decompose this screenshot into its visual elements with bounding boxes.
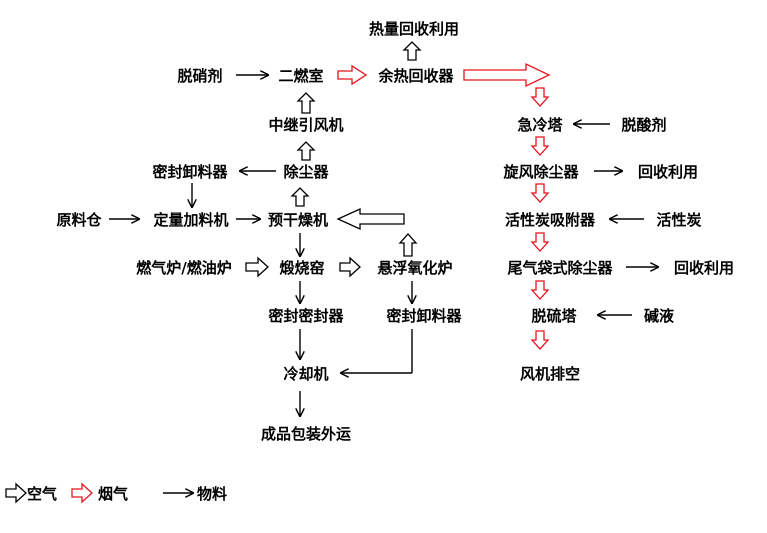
node-sealed-unloader-1: 密封卸料器 xyxy=(152,163,228,181)
node-raw-bin: 原料仓 xyxy=(56,211,102,229)
legend-air-arrow xyxy=(5,482,27,504)
node-sealed-unloader-2: 密封卸料器 xyxy=(386,307,462,325)
flue-arrow-quench-to-cyclone xyxy=(530,136,550,156)
node-sealed-sealer: 密封密封器 xyxy=(268,307,344,325)
node-cooler: 冷却机 xyxy=(283,365,328,383)
node-secondary-combustion: 二燃室 xyxy=(278,67,323,85)
node-quant-feeder: 定量加料机 xyxy=(153,211,228,229)
node-waste-heat-recovery: 余热回收器 xyxy=(377,67,454,85)
flue-arrow-cyclone-to-adsorber xyxy=(530,183,550,203)
flue-arrow-recovery-to-quench xyxy=(463,62,551,88)
node-cyclone-dust: 旋风除尘器 xyxy=(502,163,579,181)
node-tail-bag-filter: 尾气袋式除尘器 xyxy=(507,259,613,277)
air-arrow-fan-to-combustion xyxy=(296,92,316,114)
node-recycle-2: 回收利用 xyxy=(674,259,734,277)
node-quench-tower: 急冷塔 xyxy=(517,116,563,134)
node-predryer: 预干燥机 xyxy=(268,211,328,229)
air-arrow-heatreturn-to-predryer xyxy=(336,207,405,231)
legend-air-label: 空气 xyxy=(27,485,57,503)
node-desulfur-tower: 脱硫塔 xyxy=(531,307,577,325)
air-arrow-dust-to-fan xyxy=(296,141,316,161)
flue-arrow-into-quench xyxy=(530,87,550,107)
air-arrow-recovery-to-heatreuse xyxy=(402,41,422,61)
flue-arrow-combustion-to-recovery xyxy=(337,64,368,86)
air-arrow-predryer-to-dust xyxy=(290,187,310,207)
node-deacid-agent: 脱酸剂 xyxy=(621,116,666,134)
flue-arrow-adsorber-to-bagfilter xyxy=(530,232,550,252)
node-alkali: 碱液 xyxy=(644,307,675,325)
air-arrow-furnace-to-kiln xyxy=(245,256,269,278)
node-activated-carbon: 活性炭 xyxy=(656,211,701,229)
node-denitrifier: 脱硝剂 xyxy=(177,67,222,85)
legend: 空气 烟气 物料 xyxy=(5,482,227,504)
node-dust-remover: 除尘器 xyxy=(283,163,329,181)
legend-material-label: 物料 xyxy=(197,485,227,503)
node-heat-reuse: 热量回收利用 xyxy=(369,20,459,38)
node-recycle-1: 回收利用 xyxy=(638,163,698,181)
node-product: 成品包装外运 xyxy=(261,425,351,443)
legend-flue-arrow xyxy=(71,482,93,504)
node-gas-oil-furnace: 燃气炉/燃油炉 xyxy=(136,259,231,277)
flue-arrow-bagfilter-to-desulfur xyxy=(530,280,550,300)
node-activated-adsorber: 活性炭吸附器 xyxy=(505,211,596,229)
air-arrow-kiln-to-oxidizer xyxy=(339,256,361,278)
node-suspension-oxidizer: 悬浮氧化炉 xyxy=(377,259,452,277)
node-calcining-kiln: 煅烧窑 xyxy=(279,259,324,277)
node-relay-fan: 中继引风机 xyxy=(268,116,343,134)
legend-flue-label: 烟气 xyxy=(98,485,128,503)
node-fan-exhaust: 风机排空 xyxy=(520,365,580,383)
air-arrow-oxidizer-up xyxy=(398,233,418,257)
flue-arrow-desulfur-to-exhaust xyxy=(530,330,550,350)
